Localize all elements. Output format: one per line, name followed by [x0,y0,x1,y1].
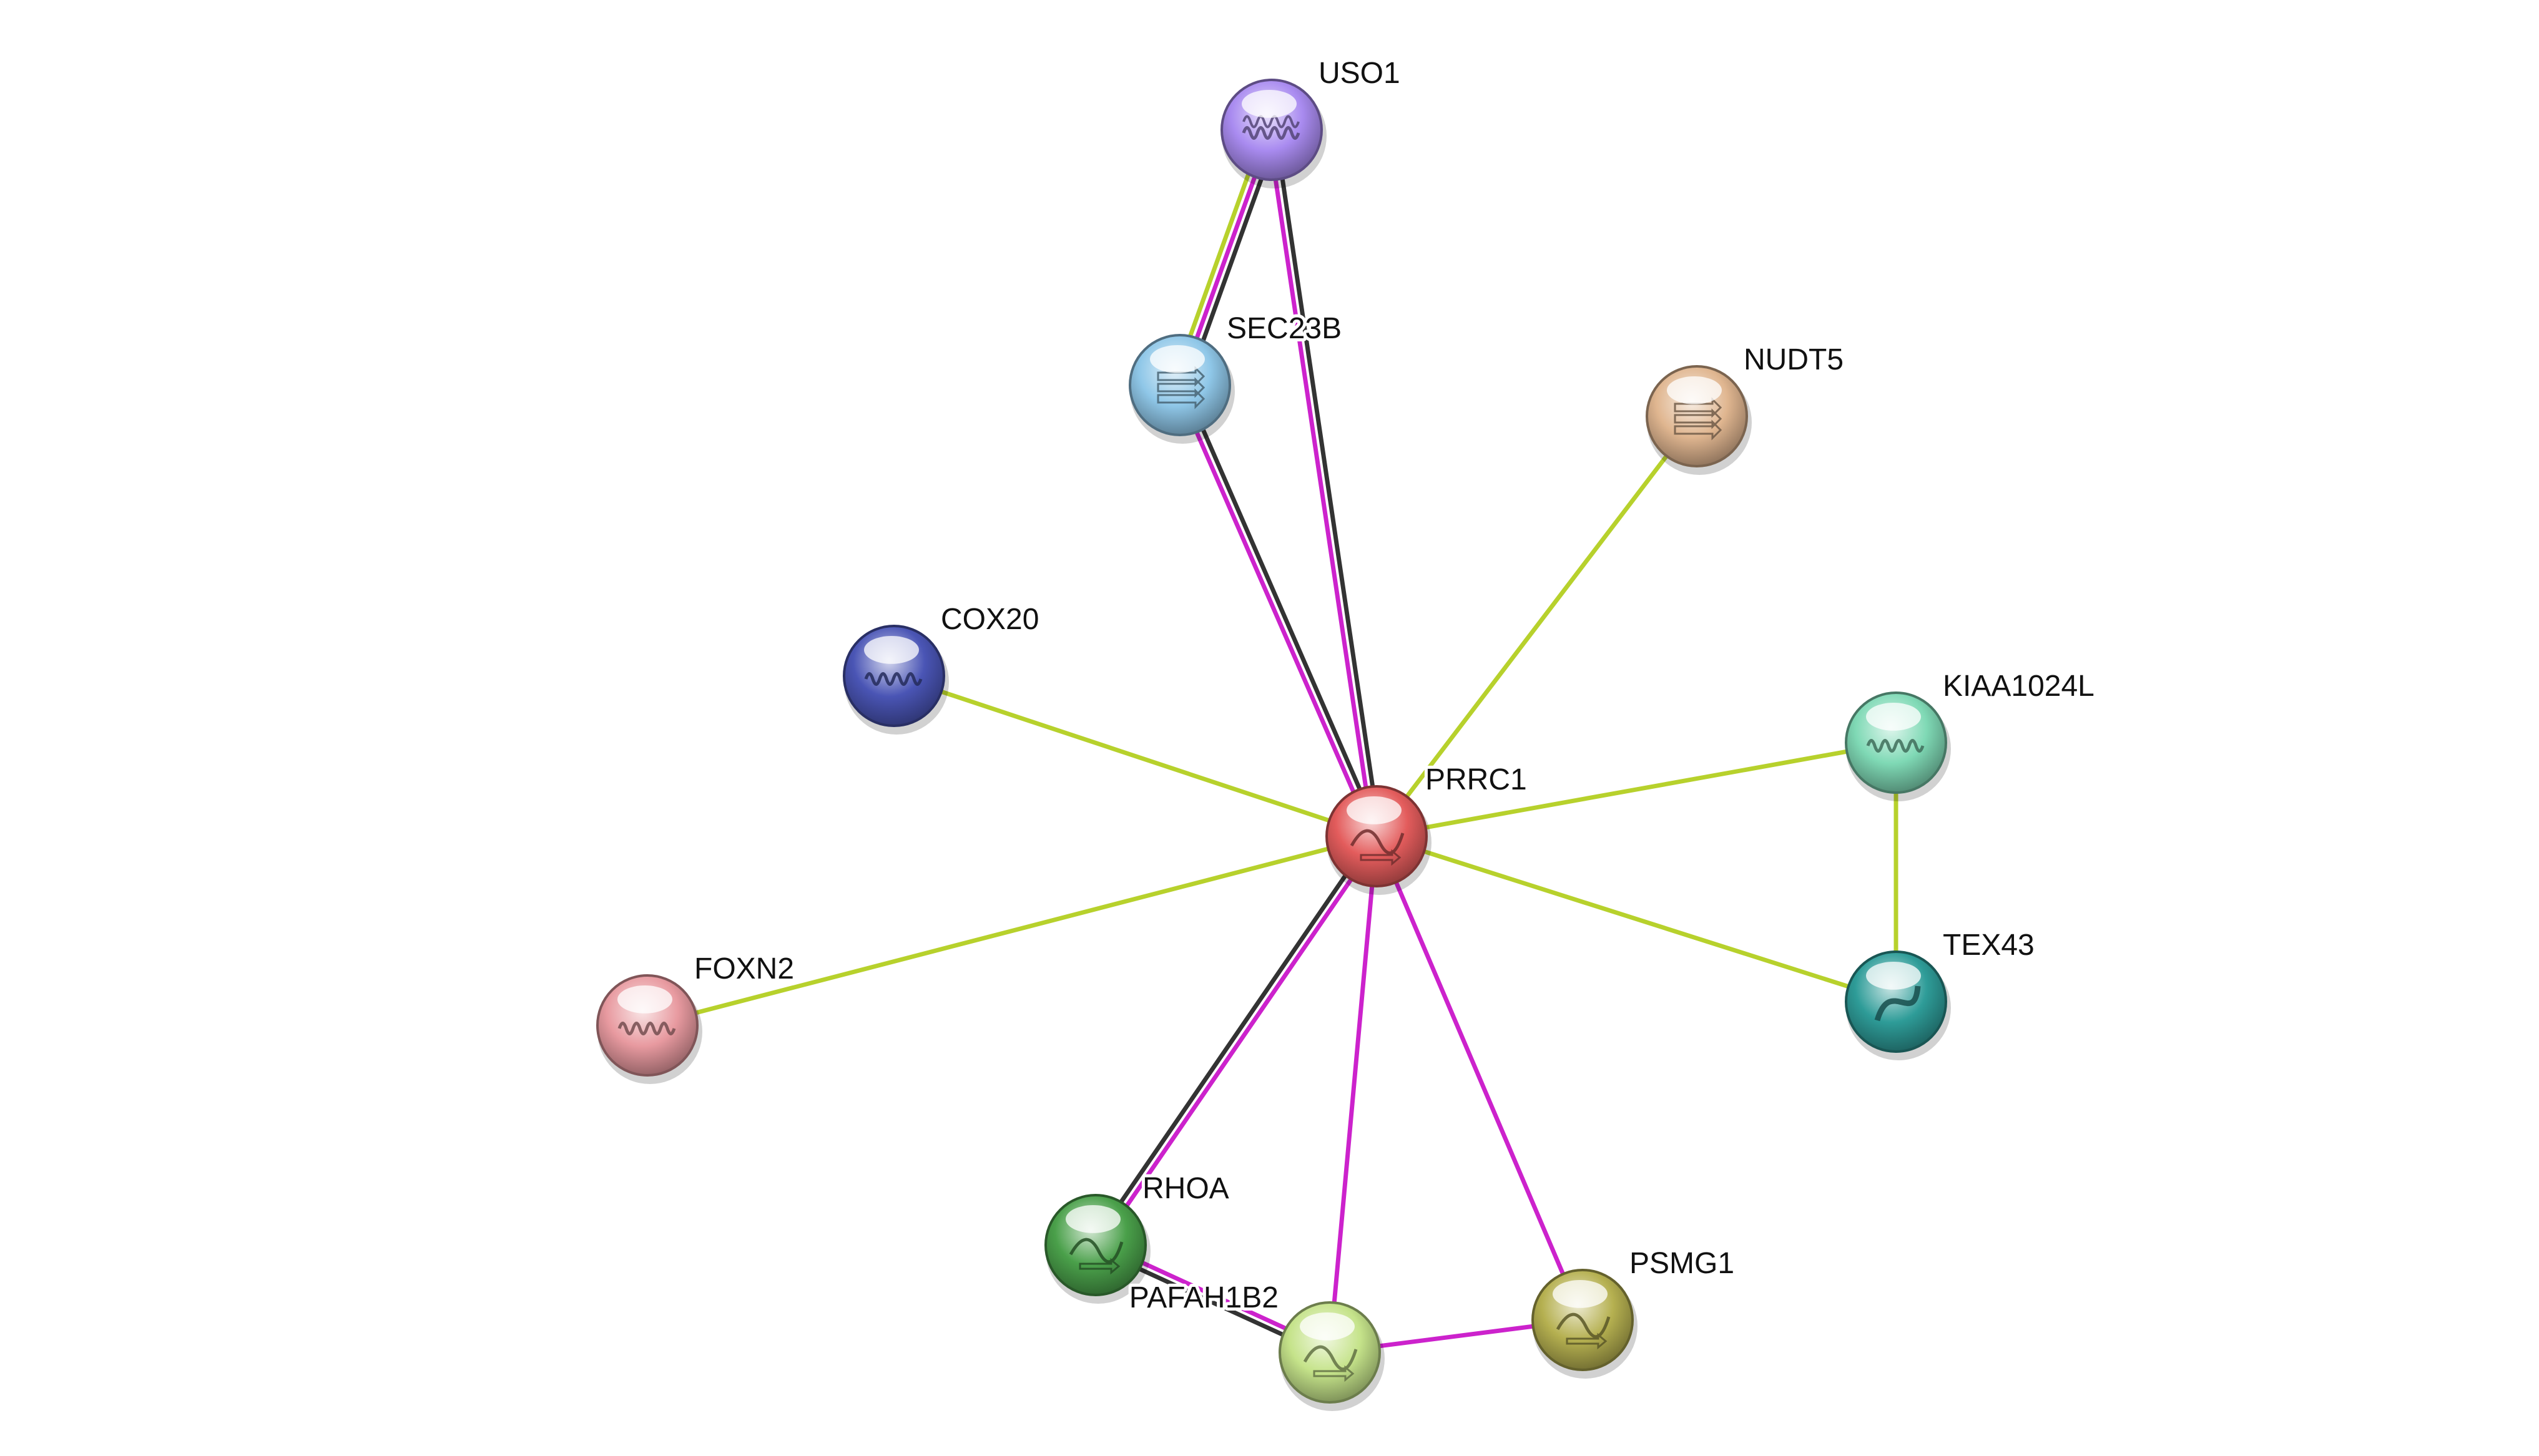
node-kiaa1024l[interactable] [1845,691,1951,801]
protein-structure-icon [1556,1312,1611,1350]
protein-structure-icon [1674,397,1722,441]
edge-line-text-mining [1374,740,1898,839]
node-highlight [1667,376,1722,404]
edge-line-text-mining [1374,414,1699,839]
edge-prrc1-pafah1b2[interactable] [1327,834,1379,1355]
edge-prrc1-kiaa1024l[interactable] [1374,740,1898,839]
node-label-tex43: TEX43 [1943,929,2035,962]
node-label-foxn2: FOXN2 [694,952,794,985]
edge-prrc1-sec23b[interactable] [1174,381,1382,840]
node-highlight [1300,1312,1355,1341]
edge-prrc1-tex43[interactable] [1374,834,1898,1004]
node-foxn2[interactable] [596,974,702,1084]
node-label-kiaa1024l: KIAA1024L [1943,670,2095,703]
protein-structure-icon [1874,985,1921,1022]
node-psmg1[interactable] [1531,1269,1638,1379]
node-highlight [1866,962,1921,990]
edge-line-experiments [1266,128,1376,839]
edge-line-coexpression [1090,832,1376,1246]
nodes-layer [596,79,1951,1411]
node-uso1[interactable] [1220,79,1327,188]
protein-structure-icon [1242,115,1300,140]
node-label-rhoa: RHOA [1142,1172,1229,1205]
node-label-prrc1: PRRC1 [1425,763,1527,796]
edge-prrc1-psmg1[interactable] [1374,834,1585,1322]
node-label-nudt5: NUDT5 [1744,343,1844,376]
node-pafah1b2[interactable] [1279,1301,1385,1411]
protein-structure-icon [1069,1238,1124,1275]
edge-line-text-mining [1374,834,1898,1004]
protein-structure-icon [864,672,923,686]
node-rhoa[interactable] [1044,1194,1151,1304]
edge-line-text-mining [891,673,1379,839]
node-label-sec23b: SEC23B [1227,312,1342,345]
edge-prrc1-foxn2[interactable] [645,834,1379,1028]
node-highlight [1866,703,1921,731]
node-label-cox20: COX20 [941,603,1039,636]
protein-structure-icon [1303,1345,1358,1382]
protein-structure-icon [1350,829,1405,866]
protein-structure-icon [617,1022,676,1035]
edge-line-coexpression [1181,381,1382,838]
protein-structure-icon [1157,366,1206,409]
node-highlight [1553,1280,1608,1308]
edge-line-experiments [1174,384,1376,840]
node-prrc1[interactable] [1325,785,1432,895]
edge-line-coexpression [1272,127,1382,838]
edge-prrc1-uso1[interactable] [1266,127,1382,839]
node-tex43[interactable] [1845,950,1951,1060]
node-nudt5[interactable] [1646,365,1752,475]
node-highlight [617,985,672,1014]
node-label-psmg1: PSMG1 [1629,1247,1734,1280]
node-label-pafah1b2: PAFAH1B2 [1129,1281,1279,1314]
node-highlight [1242,90,1297,118]
edge-prrc1-nudt5[interactable] [1374,414,1699,839]
edge-line-text-mining [645,834,1379,1028]
node-sec23b[interactable] [1129,334,1235,444]
node-highlight [1150,345,1205,373]
node-label-uso1: USO1 [1319,57,1400,90]
node-cox20[interactable] [843,625,949,735]
node-highlight [864,636,919,664]
node-highlight [1347,796,1402,824]
node-highlight [1066,1205,1121,1233]
edge-line-experiments [1096,836,1382,1249]
edge-prrc1-rhoa[interactable] [1090,832,1382,1249]
edge-prrc1-cox20[interactable] [891,673,1379,839]
edge-line-experiments [1327,834,1379,1355]
edge-line-experiments [1374,834,1585,1322]
protein-structure-icon [1866,739,1925,753]
